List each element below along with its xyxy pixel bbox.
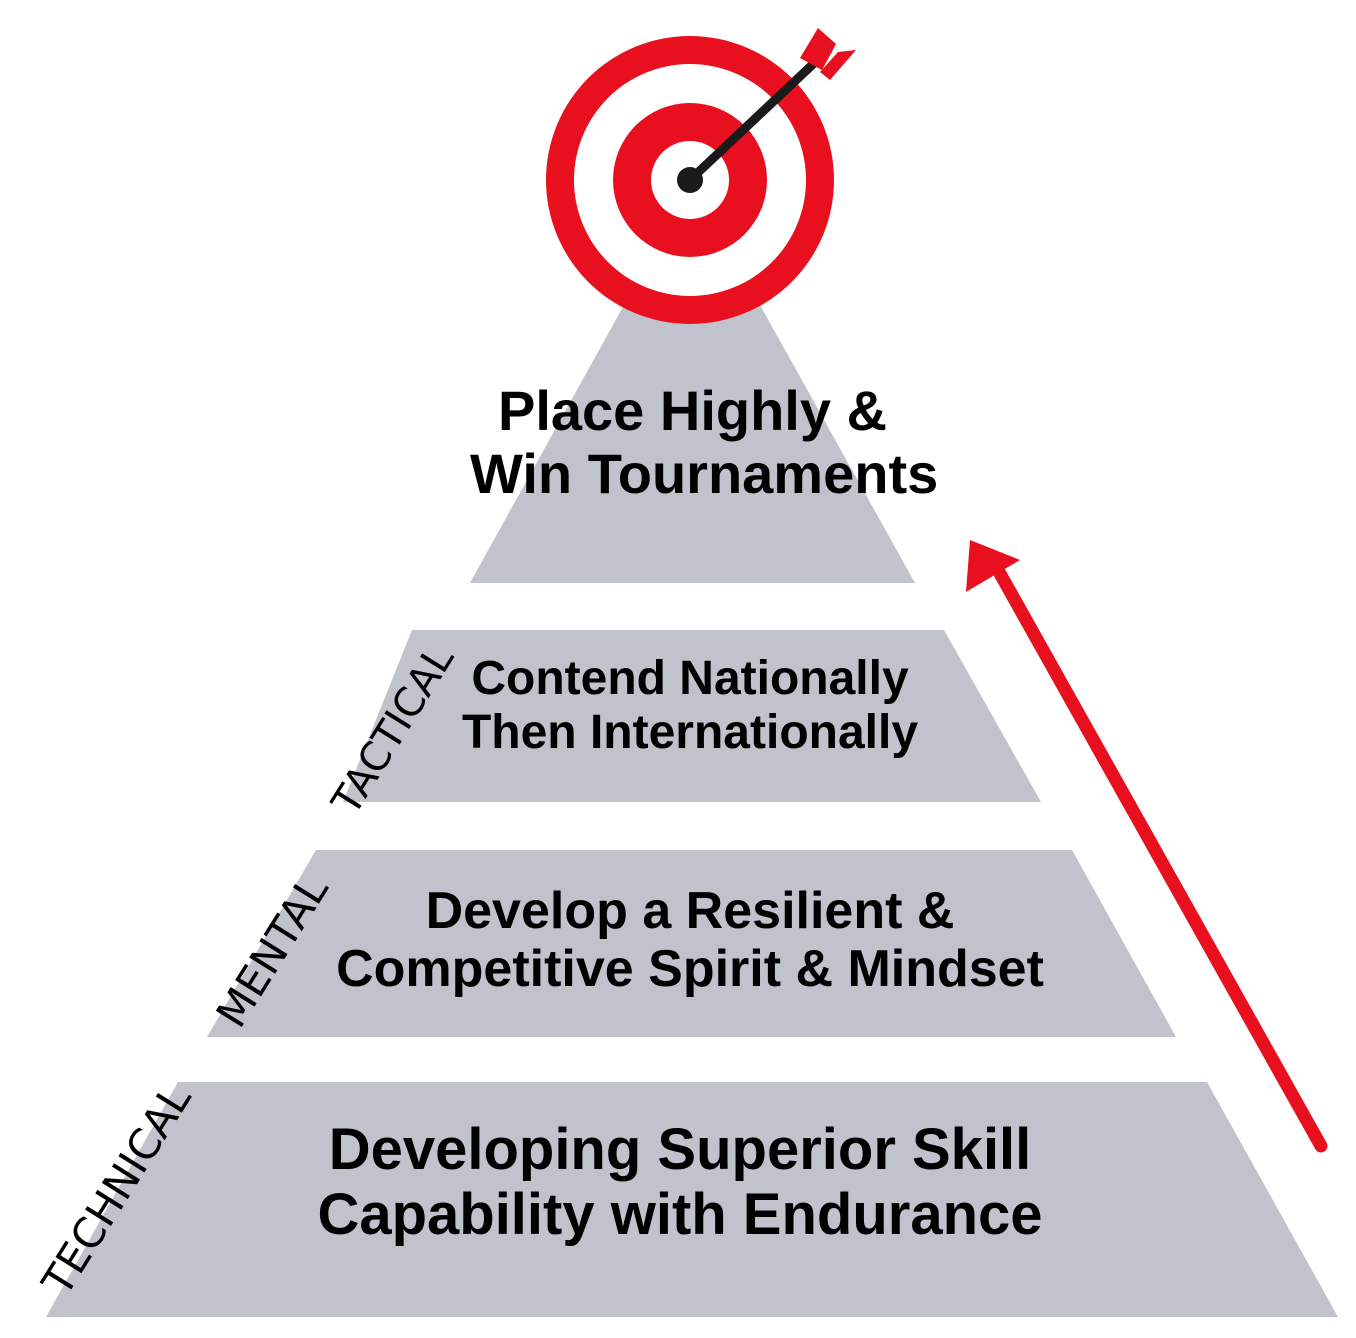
tier-4-line1: Developing Superior Skill bbox=[328, 1117, 1032, 1182]
pyramid-tier-4 bbox=[46, 1082, 1338, 1317]
dart-arrow-icon bbox=[677, 28, 856, 193]
progress-arrow-icon bbox=[966, 540, 1328, 1153]
pyramid-tier-top bbox=[470, 305, 915, 583]
tier-top-label: Place Highly & Win Tournaments bbox=[470, 379, 939, 505]
tier-3-label: Develop a Resilient & Competitive Spirit… bbox=[250, 882, 1130, 998]
pyramid-tier-3 bbox=[207, 850, 1176, 1037]
tier-2-line1: Contend Nationally bbox=[471, 652, 909, 705]
tier-3-line2: Competitive Spirit & Mindset bbox=[336, 940, 1044, 999]
tier-top-line2: Win Tournaments bbox=[470, 441, 939, 505]
tier-2-label: Contend Nationally Then Internationally bbox=[370, 652, 1010, 760]
tier-4-line2: Capability with Endurance bbox=[317, 1181, 1043, 1247]
tier-2-line2: Then Internationally bbox=[461, 705, 919, 759]
tier-4-label: Developing Superior Skill Capability wit… bbox=[200, 1117, 1160, 1248]
pyramid-tier-2 bbox=[343, 630, 1041, 802]
tier-3-line1: Develop a Resilient & bbox=[425, 882, 955, 940]
tier-top-line1: Place Highly & bbox=[497, 379, 888, 442]
